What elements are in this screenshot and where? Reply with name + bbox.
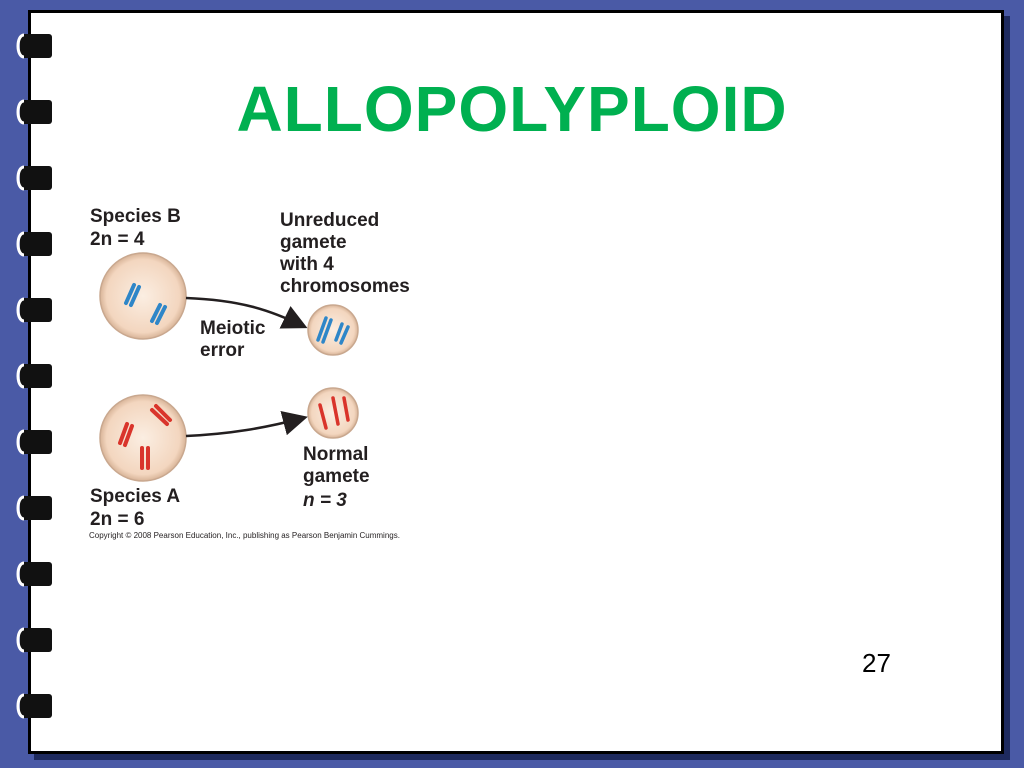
binder-ring-icon: [16, 495, 52, 521]
binder-ring-icon: [16, 693, 52, 719]
normal-gamete-cell: [307, 387, 359, 439]
binder-ring-icon: [16, 627, 52, 653]
species-a-ploidy: 2n = 6: [90, 509, 145, 530]
binder-ring-icon: [16, 165, 52, 191]
unreduced-gamete-cell: [307, 304, 359, 356]
species-a-cell: [99, 394, 187, 482]
normal-gamete-label: Normal gamete: [303, 444, 370, 487]
binder-ring-icon: [16, 363, 52, 389]
slide-title: ALLOPOLYPLOID: [236, 73, 788, 145]
page-number: 27: [862, 648, 891, 678]
unreduced-gamete-label: Unreduced gamete with 4 chromosomes: [280, 210, 410, 297]
red-chromosome-icon: [318, 396, 350, 430]
species-b-name: Species B: [90, 206, 181, 227]
normal-gamete-ploidy: n = 3: [303, 490, 347, 511]
meiotic-error-label: Meiotic error: [200, 318, 266, 361]
species-b-ploidy: 2n = 4: [90, 229, 145, 250]
binder-ring-icon: [16, 231, 52, 257]
normal-meiosis-arrow: [185, 410, 308, 438]
red-chromosome-icon: [118, 404, 172, 470]
binder-ring-icon: [16, 33, 52, 59]
meiotic-error-arrow: [185, 296, 308, 329]
binder-ring-icon: [16, 99, 52, 125]
species-a-name: Species A: [90, 486, 181, 507]
slide-page: [28, 10, 1004, 754]
copyright-note: Copyright © 2008 Pearson Education, Inc.…: [89, 531, 400, 540]
binder-ring-icon: [16, 297, 52, 323]
blue-chromosome-icon: [316, 316, 350, 345]
species-b-cell: [99, 252, 187, 340]
blue-chromosome-icon: [124, 283, 167, 325]
binder-ring-icon: [16, 429, 52, 455]
binder-ring-icon: [16, 561, 52, 587]
